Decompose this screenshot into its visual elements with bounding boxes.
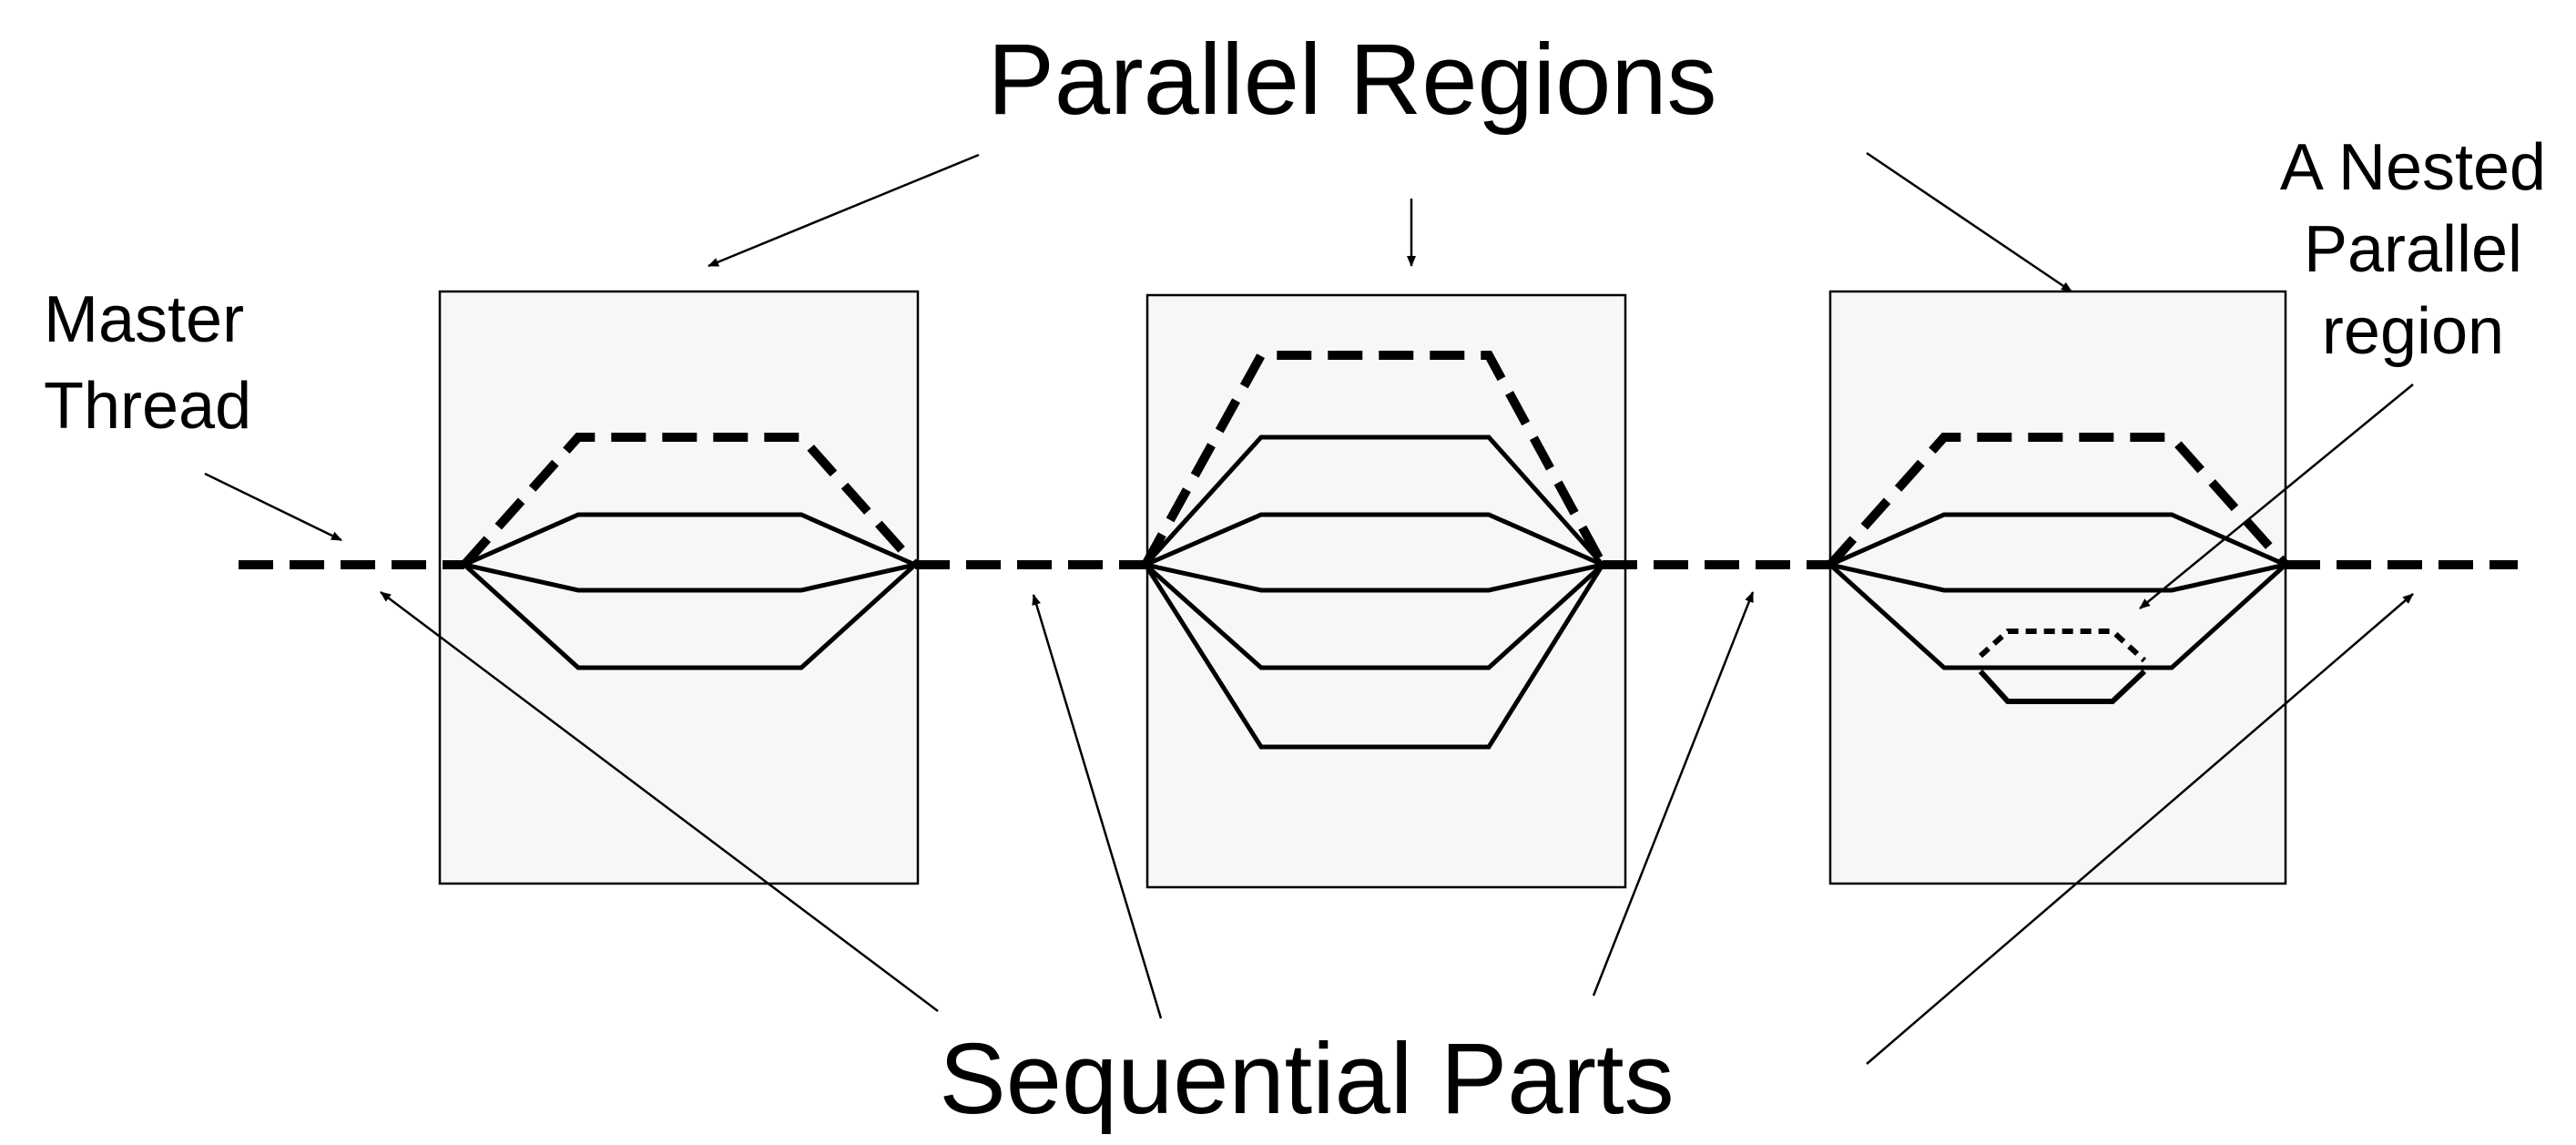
master-thread-arrow [204, 472, 342, 542]
label-master-thread-line-2: Thread [44, 370, 251, 443]
region-3-threads [1827, 433, 2289, 704]
region-2-thread [1143, 563, 1605, 750]
label-nested-line-2: Parallel [2304, 213, 2522, 286]
parallel-region-3 [1828, 290, 2287, 885]
parallel-region-1 [438, 290, 920, 885]
region-2-thread [1145, 562, 1604, 593]
region-1-thread [463, 562, 916, 593]
region-1-thread [463, 563, 917, 670]
nested-region-thread [1978, 669, 2147, 704]
region-3-thread [1828, 512, 2287, 567]
region-2-thread [1145, 512, 1604, 567]
label-nested-line-1: A Nested [2280, 131, 2546, 204]
sequential-parts-arrow-3 [1592, 591, 1755, 997]
nested-region-thread [1978, 629, 2147, 663]
nested-region-arrow [2139, 383, 2414, 609]
region-2-threads [1141, 351, 1607, 750]
region-2-master-thread [1141, 351, 1607, 567]
sequential-parts-arrow-1 [380, 591, 939, 1012]
region-1-thread [463, 512, 917, 567]
region-2-thread [1144, 434, 1604, 567]
region-2-thread [1144, 563, 1604, 670]
label-sequential-parts: Sequential Parts [939, 1023, 1674, 1135]
region-1-threads [461, 433, 919, 670]
region-3-master-thread [1827, 433, 2289, 568]
region-3-thread [1828, 563, 2287, 670]
label-master-thread-line-1: Master [44, 283, 244, 356]
title-parallel-regions: Parallel Regions [988, 24, 1717, 136]
region-3-thread [1829, 562, 2286, 593]
sequential-parts-arrow-2 [1032, 594, 1163, 1019]
sequential-parts-arrow-4 [1866, 593, 2414, 1065]
parallel-regions-arrow-3 [1866, 151, 2072, 293]
region-1-master-thread [461, 433, 919, 568]
label-nested-line-3: region [2322, 295, 2504, 368]
parallel-regions-arrow-1 [708, 153, 980, 268]
